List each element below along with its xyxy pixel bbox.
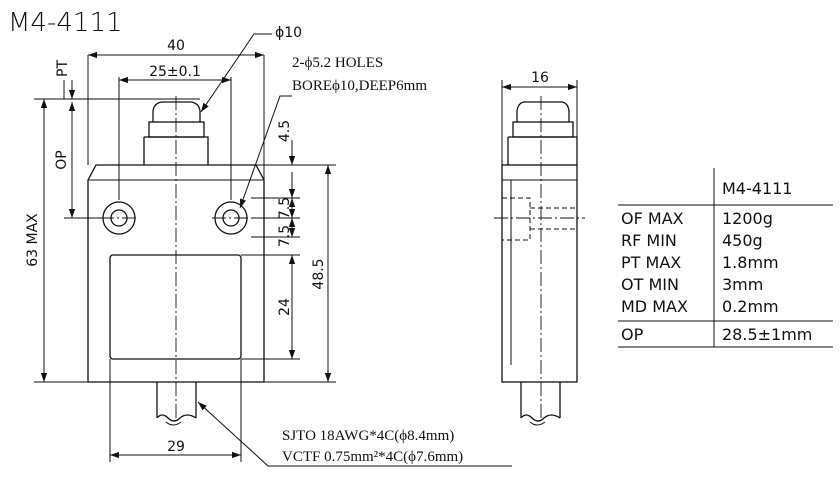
spec-label-ot-min: OT MIN (621, 275, 679, 294)
dim-24: 24 (277, 298, 293, 316)
spec-label-of-max: OF MAX (621, 209, 684, 228)
spec-label-pt-max: PT MAX (621, 253, 681, 272)
front-view: 40 25±0.1 ϕ10 2-ϕ5.2 HOLES BOREϕ10,DEEP6… (25, 25, 512, 467)
spec-label-md-max: MD MAX (621, 297, 688, 316)
dim-7-5-upper: 7.5 (277, 197, 293, 219)
spec-table-header: M4-4111 (722, 179, 792, 198)
dim-48-5: 48.5 (311, 258, 327, 289)
label-recess (109, 254, 242, 360)
dim-max-63: 63 MAX (25, 213, 41, 267)
cable (156, 382, 197, 426)
dim-side-width-16: 16 (531, 70, 549, 86)
spec-value-md-max: 0.2mm (722, 297, 779, 316)
side-plunger-collar (512, 121, 574, 138)
spec-value-op: 28.5±1mm (722, 325, 812, 344)
spec-value-rf-min: 450g (722, 231, 763, 250)
side-body (501, 164, 578, 383)
spec-label-rf-min: RF MIN (621, 231, 677, 250)
side-plunger-cap (516, 101, 570, 122)
plunger-cap (152, 101, 201, 122)
spec-label-op: OP (621, 325, 644, 344)
holes-note-line1: 2-ϕ5.2 HOLES (292, 55, 383, 71)
spec-value-pt-max: 1.8mm (722, 253, 779, 272)
dim-op: OP (54, 150, 70, 169)
cable-note-line2: VCTF 0.75mm²*4C(ϕ7.6mm) (282, 449, 463, 465)
dim-29: 29 (167, 439, 185, 455)
mounting-hole-left (100, 201, 139, 235)
side-plunger-body (507, 136, 578, 165)
dim-pt: PT (55, 60, 71, 77)
side-hidden-hole (502, 197, 577, 241)
dim-7-5-lower: 7.5 (277, 225, 293, 247)
holes-note-line2: BOREϕ10,DEEP6mm (292, 78, 427, 94)
plunger-body (143, 136, 209, 165)
dim-plunger-dia: ϕ10 (275, 25, 302, 41)
spec-table: M4-4111 OF MAX 1200g RF MIN 450g PT MAX … (618, 168, 833, 348)
dim-width-40: 40 (167, 38, 185, 54)
side-view: 16 (494, 70, 585, 426)
dim-4-5: 4.5 (277, 120, 293, 142)
mounting-hole-right (212, 201, 251, 235)
dim-hole-spacing: 25±0.1 (149, 64, 201, 80)
side-cable (520, 382, 561, 426)
model-title: M4-4111 (8, 8, 123, 38)
cable-note-line1: SJTO 18AWG*4C(ϕ8.4mm) (282, 428, 454, 444)
plunger-collar (148, 121, 205, 138)
spec-value-of-max: 1200g (722, 209, 773, 228)
spec-value-ot-min: 3mm (722, 275, 763, 294)
